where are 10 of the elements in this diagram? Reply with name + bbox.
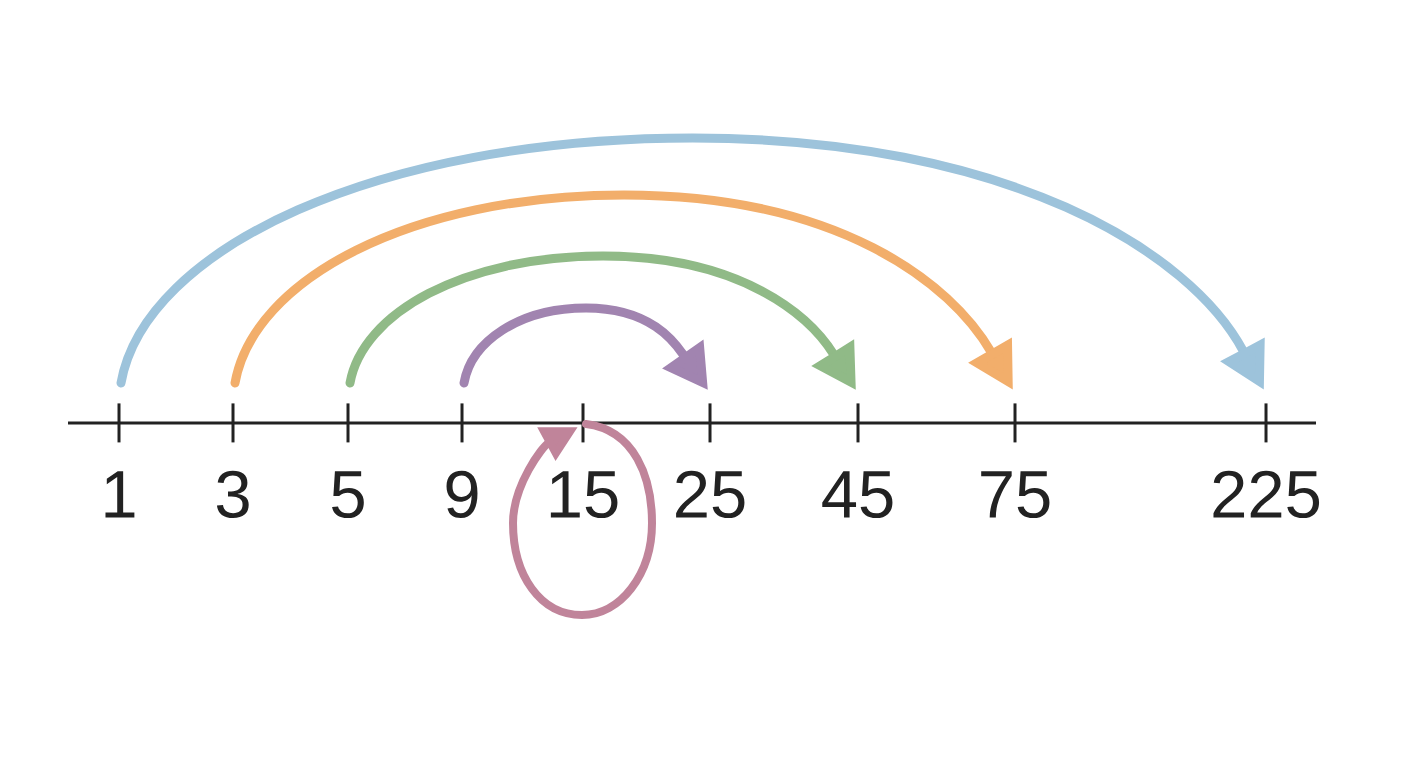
number-label: 3: [216, 470, 249, 519]
number-label: 45: [822, 471, 893, 519]
number-label: 25: [676, 470, 745, 519]
number-label: 5: [332, 471, 364, 519]
number-label: 225: [1213, 470, 1320, 519]
number-label: 9: [446, 470, 478, 519]
number-label: 75: [981, 471, 1050, 519]
number-label: 15: [550, 471, 618, 519]
loop-arrow: [509, 420, 656, 619]
number-label: 1: [105, 471, 135, 518]
